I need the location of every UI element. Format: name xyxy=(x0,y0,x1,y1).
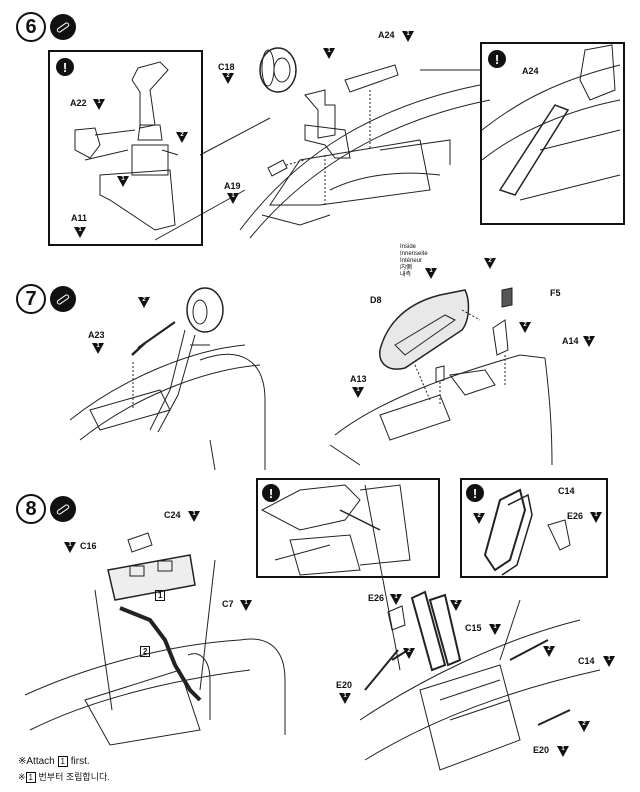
order-badge: 2 xyxy=(484,258,496,269)
order-badge: 1 xyxy=(227,193,239,204)
order-badge: 2 xyxy=(543,646,555,657)
step7-parts xyxy=(435,287,513,405)
step7-fuselage-right xyxy=(329,354,553,466)
order-badge: 1 xyxy=(92,343,104,354)
order-badge: 2 xyxy=(222,73,234,84)
order-badge: 1 xyxy=(93,99,105,110)
order-badge: 1 xyxy=(390,594,402,605)
part-label-a14: A14 xyxy=(562,336,579,346)
step-marker-2: 2 xyxy=(140,646,151,657)
warning-icon: ! xyxy=(488,50,506,68)
footer-note-kr: ※1 번부터 조립합니다. xyxy=(18,772,110,783)
order-badge: 2 xyxy=(450,600,462,611)
order-badge: 1 xyxy=(339,693,351,704)
order-badge: 1 xyxy=(603,656,615,667)
step-marker-1: 1 xyxy=(155,590,166,601)
part-label-c7: C7 xyxy=(222,599,234,609)
order-badge: 1 xyxy=(352,387,364,398)
warning-icon: ! xyxy=(466,484,484,502)
part-label-e26-detail: E26 xyxy=(567,511,584,521)
part-label-d8: D8 xyxy=(370,295,382,305)
step-7-number: 7 xyxy=(16,284,46,314)
step6-wheel xyxy=(259,47,297,93)
order-badge: 1 xyxy=(240,600,252,611)
warning-icon: ! xyxy=(56,58,74,76)
step6-detail-right xyxy=(481,44,621,201)
part-label-c18: C18 xyxy=(218,62,235,72)
step8-detail-right xyxy=(483,488,571,576)
step7-fuselage-left xyxy=(69,344,266,471)
part-label-f5: F5 xyxy=(550,288,561,298)
order-badge: 2 xyxy=(578,721,590,732)
part-label-a24-detail: A24 xyxy=(522,66,539,76)
order-badge: 1 xyxy=(583,336,595,347)
step6-detail-box-right xyxy=(480,42,625,225)
step7-wheel xyxy=(131,287,224,433)
step6-fuselage xyxy=(239,84,491,239)
step6-detail-box-left xyxy=(48,50,203,246)
order-badge: 1 xyxy=(425,268,437,279)
step-6-number: 6 xyxy=(16,12,46,42)
part-label-c14-detail: C14 xyxy=(558,486,575,496)
step6-strut xyxy=(267,64,399,205)
order-badge: 1 xyxy=(557,746,569,757)
part-label-e20-right: E20 xyxy=(533,745,550,755)
step-8-number: 8 xyxy=(16,494,46,524)
order-badge: 1 xyxy=(64,542,76,553)
step7-door xyxy=(379,289,481,401)
step8-detail-box-left xyxy=(256,478,440,578)
step8-panel xyxy=(94,532,216,711)
order-badge: 2 xyxy=(403,648,415,659)
part-label-c14: C14 xyxy=(578,656,595,666)
part-label-c24: C24 xyxy=(164,510,181,520)
cement-icon xyxy=(50,14,76,40)
part-label-a13: A13 xyxy=(350,374,367,384)
order-badge: 2 xyxy=(473,513,485,524)
order-badge: 1 xyxy=(590,512,602,523)
inside-note: Inside Innenseite Intérieur 内側 내측 xyxy=(400,244,428,278)
order-badge: 2 xyxy=(138,297,150,308)
cement-icon xyxy=(50,496,76,522)
order-badge: 1 xyxy=(74,227,86,238)
order-badge: 1 xyxy=(489,624,501,635)
step6-detail-strut xyxy=(74,61,179,231)
part-label-a22: A22 xyxy=(70,98,87,108)
part-label-e20: E20 xyxy=(336,680,353,690)
order-badge: 1 xyxy=(188,511,200,522)
part-label-e26: E26 xyxy=(368,593,385,603)
step8-detail-box-right xyxy=(460,478,608,578)
callout-line xyxy=(199,117,271,156)
step8-detail-left xyxy=(260,484,411,576)
part-label-a24: A24 xyxy=(378,30,395,40)
order-badge: 1 xyxy=(323,48,335,59)
part-label-c15: C15 xyxy=(465,623,482,633)
part-label-a11: A11 xyxy=(71,213,88,223)
cement-icon xyxy=(50,286,76,312)
step8-fuselage-right xyxy=(359,484,601,771)
order-badge: 1 xyxy=(402,31,414,42)
part-label-c16: C16 xyxy=(80,541,97,551)
footer-note-en: ※Attach 1 first. xyxy=(18,756,90,767)
order-badge: 1 xyxy=(117,176,129,187)
step8-fuselage-left xyxy=(24,638,286,746)
warning-icon: ! xyxy=(262,484,280,502)
part-label-a23: A23 xyxy=(88,330,105,340)
part-label-a19: A19 xyxy=(224,181,241,191)
order-badge: 2 xyxy=(176,132,188,143)
order-badge: 2 xyxy=(519,322,531,333)
